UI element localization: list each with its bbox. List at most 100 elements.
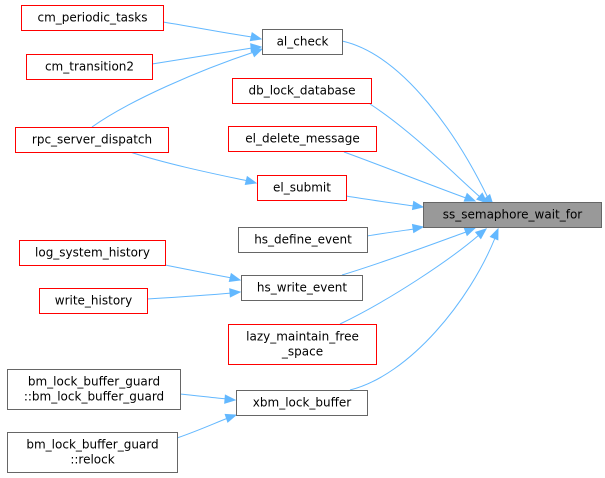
edge-lazy_maintain_free_space-to-ss_semaphore_wait_for [339, 228, 488, 325]
node-al-check[interactable]: al_check [262, 29, 343, 55]
edge-line [91, 51, 255, 128]
node-label: bm_lock_buffer_guard [26, 438, 158, 452]
arrowhead-icon [411, 200, 425, 211]
node-label: cm_periodic_tasks [38, 11, 148, 25]
node-label: _space [281, 345, 323, 359]
node-box [19, 240, 166, 266]
node-lazy-maintain-free-space[interactable]: lazy_maintain_free_space [228, 324, 377, 365]
arrowhead-icon [489, 227, 499, 241]
edge-write_history-to-hs_write_event [146, 288, 242, 300]
edge-line [151, 47, 253, 65]
edge-el_delete_message-to-ss_semaphore_wait_for [343, 151, 477, 202]
edge-cm_periodic_tasks-to-al_check [162, 21, 263, 42]
edge-xbm_lock_buffer-to-ss_semaphore_wait_for [349, 227, 499, 391]
call-graph-edges [91, 21, 499, 439]
edge-line [369, 103, 481, 198]
node-hs-define-event[interactable]: hs_define_event [238, 227, 368, 253]
edge-bm_lock_buffer_guard_ctor-to-xbm_lock_buffer [179, 393, 237, 404]
node-xbm-lock-buffer[interactable]: xbm_lock_buffer [236, 390, 368, 416]
node-box [232, 78, 372, 104]
edge-line [341, 40, 489, 199]
node-hs-write-event[interactable]: hs_write_event [241, 275, 363, 301]
node-box [21, 5, 164, 31]
arrowhead-icon [249, 32, 263, 42]
node-bm-lock-buffer-guard-ctor[interactable]: bm_lock_buffer_guard::bm_lock_buffer_gua… [7, 369, 181, 410]
edge-line [146, 292, 233, 300]
edge-line [164, 264, 233, 279]
arrowhead-icon [224, 394, 237, 404]
arrowhead-icon [224, 413, 238, 423]
edge-bm_lock_buffer_guard_relock-to-xbm_lock_buffer [176, 413, 238, 439]
node-label: lazy_maintain_free [246, 330, 359, 344]
edge-db_lock_database-to-ss_semaphore_wait_for [369, 103, 488, 204]
edge-line [343, 151, 467, 199]
edge-line [162, 21, 253, 38]
node-box [241, 275, 363, 301]
node-label: ::bm_lock_buffer_guard [24, 390, 164, 404]
node-el-delete-message[interactable]: el_delete_message [228, 126, 377, 152]
edge-al_check-to-ss_semaphore_wait_for [341, 40, 494, 207]
edge-line [179, 393, 228, 400]
node-write-history[interactable]: write_history [39, 288, 148, 314]
call-graph-nodes: cm_periodic_tasks cm_transition2 rpc_serve… [7, 5, 602, 473]
node-label: al_check [277, 35, 329, 49]
edge-log_system_history-to-hs_write_event [164, 264, 242, 283]
node-box [15, 127, 169, 153]
node-label: ss_semaphore_wait_for [443, 208, 583, 222]
edge-line [349, 237, 496, 391]
edge-el_submit-to-ss_semaphore_wait_for [345, 195, 425, 211]
node-label: write_history [55, 294, 132, 308]
arrowhead-icon [463, 227, 477, 237]
node-box [26, 54, 153, 80]
arrowhead-icon [474, 228, 488, 240]
node-el-submit[interactable]: el_submit [257, 175, 347, 201]
node-label: hs_define_event [254, 233, 352, 247]
arrowhead-icon [250, 48, 264, 58]
node-label: xbm_lock_buffer [253, 396, 352, 410]
node-label: el_delete_message [245, 132, 359, 146]
node-box [238, 227, 368, 253]
node-label: log_system_history [35, 246, 150, 260]
node-rpc-server-dispatch[interactable]: rpc_server_dispatch [15, 127, 169, 153]
arrowhead-icon [476, 192, 488, 204]
node-box [39, 288, 148, 314]
edge-line [345, 195, 415, 207]
edge-line [366, 228, 415, 237]
node-cm-transition2[interactable]: cm_transition2 [26, 54, 153, 80]
node-box [262, 29, 343, 55]
node-box [423, 202, 602, 228]
edge-cm_transition2-to-al_check [151, 43, 263, 65]
node-label: ::relock [70, 453, 114, 467]
edge-line [339, 234, 480, 325]
node-label: cm_transition2 [45, 60, 134, 74]
arrowhead-icon [411, 223, 425, 234]
node-box [257, 175, 347, 201]
node-cm-periodic-tasks[interactable]: cm_periodic_tasks [21, 5, 164, 31]
edge-hs_write_event-to-ss_semaphore_wait_for [341, 227, 477, 276]
node-bm-lock-buffer-guard-relock[interactable]: bm_lock_buffer_guard::relock [7, 432, 178, 473]
node-db-lock-database[interactable]: db_lock_database [232, 78, 372, 104]
arrowhead-icon [228, 272, 242, 283]
edge-hs_define_event-to-ss_semaphore_wait_for [366, 223, 425, 237]
arrowhead-icon [463, 192, 477, 202]
node-box [7, 432, 178, 473]
edge-line [129, 151, 249, 182]
node-log-system-history[interactable]: log_system_history [19, 240, 166, 266]
node-label: el_submit [273, 181, 331, 195]
node-box [228, 126, 377, 152]
node-box [228, 324, 377, 365]
arrowhead-icon [229, 288, 242, 298]
node-label: db_lock_database [248, 84, 355, 98]
edge-line [176, 417, 229, 439]
node-box [7, 369, 181, 410]
edge-line [341, 231, 467, 276]
edge-rpc_server_dispatch-to-al_check [91, 48, 264, 128]
node-label: rpc_server_dispatch [32, 133, 152, 147]
node-label: bm_lock_buffer_guard [28, 375, 160, 389]
node-box [236, 390, 368, 416]
edge-rpc_server_dispatch-to-el_submit [129, 151, 258, 186]
node-label: hs_write_event [257, 281, 348, 295]
arrowhead-icon [244, 175, 258, 186]
node-ss-semaphore-wait-for: ss_semaphore_wait_for [423, 202, 602, 228]
